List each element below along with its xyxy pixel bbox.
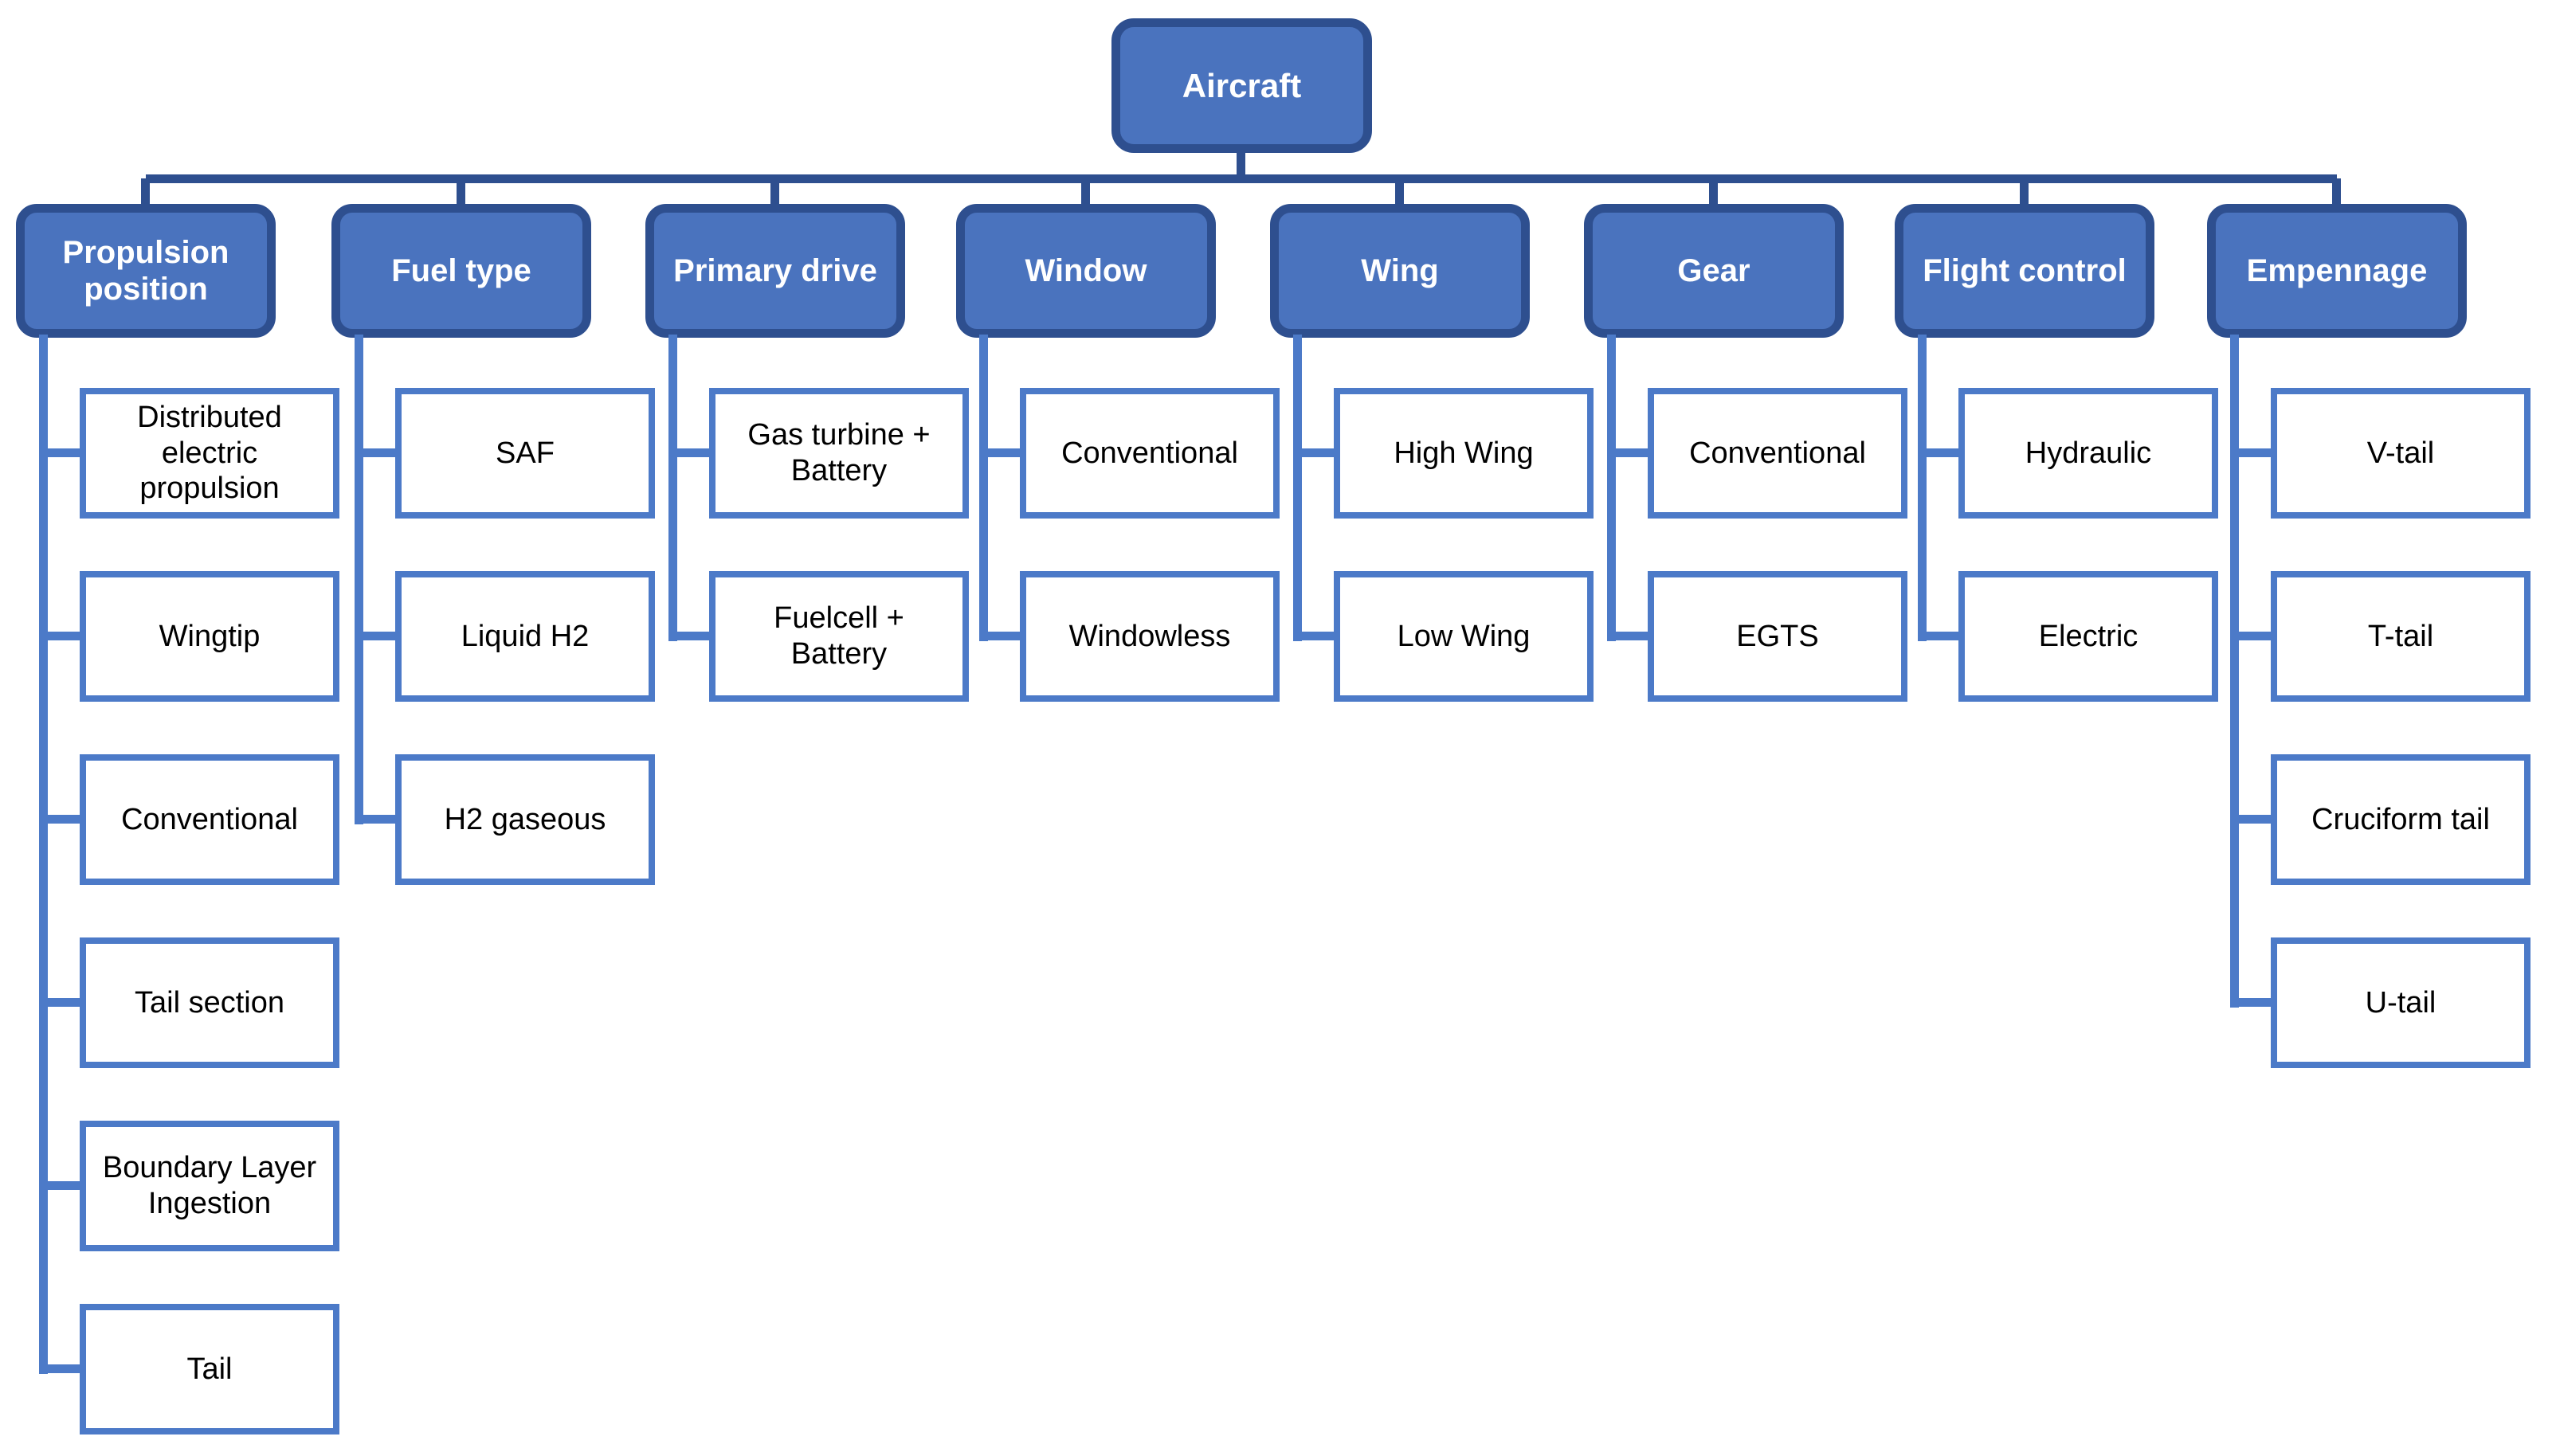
column-empennage: Empennage V-tail T-tail Cruciform tail U… (2207, 0, 2535, 1456)
connector-header-stub (141, 178, 150, 209)
category-header-fuel-type: Fuel type (331, 204, 591, 338)
connector-header-stub (1709, 178, 1718, 209)
connector-trunk (979, 335, 988, 641)
node-tail: Tail (44, 1304, 339, 1434)
connector-root-stub (1237, 148, 1245, 180)
category-header-window: Window (956, 204, 1216, 338)
node-v-tail: V-tail (2235, 388, 2531, 519)
connector-trunk (39, 335, 48, 1374)
column-fuel-type: Fuel type SAF Liquid H2 H2 gaseous (331, 0, 660, 1456)
column-flight-control: Flight control Hydraulic Electric (1895, 0, 2223, 1456)
node-distributed-electric-propulsion: Distributed electric propulsion (44, 388, 339, 519)
node-electric: Electric (1923, 571, 2218, 702)
column-window: Window Conventional Windowless (956, 0, 1284, 1456)
node-low-wing: Low Wing (1298, 571, 1594, 702)
category-header-primary-drive: Primary drive (645, 204, 905, 338)
category-header-wing: Wing (1270, 204, 1530, 338)
node-hydraulic: Hydraulic (1923, 388, 2218, 519)
node-gas-turbine-battery: Gas turbine + Battery (673, 388, 969, 519)
node-high-wing: High Wing (1298, 388, 1594, 519)
node-boundary-layer-ingestion: Boundary Layer Ingestion (44, 1121, 339, 1251)
node-liquid-h2: Liquid H2 (359, 571, 655, 702)
connector-trunk (1607, 335, 1616, 641)
column-primary-drive: Primary drive Gas turbine + Battery Fuel… (645, 0, 974, 1456)
node-conventional: Conventional (44, 754, 339, 885)
connector-header-stub (457, 178, 465, 209)
connector-header-stub (1081, 178, 1090, 209)
connector-header-stub (2332, 178, 2341, 209)
connector-trunk (355, 335, 363, 824)
connector-header-stub (2020, 178, 2029, 209)
root-node-aircraft: Aircraft (1111, 18, 1372, 153)
connector-trunk (1293, 335, 1302, 641)
node-conventional: Conventional (1612, 388, 1907, 519)
node-conventional: Conventional (984, 388, 1280, 519)
node-h2-gaseous: H2 gaseous (359, 754, 655, 885)
node-saf: SAF (359, 388, 655, 519)
node-windowless: Windowless (984, 571, 1280, 702)
node-egts: EGTS (1612, 571, 1907, 702)
connector-trunk (1918, 335, 1927, 641)
node-wingtip: Wingtip (44, 571, 339, 702)
node-u-tail: U-tail (2235, 937, 2531, 1068)
node-cruciform-tail: Cruciform tail (2235, 754, 2531, 885)
column-propulsion-position: Propulsion position Distributed electric… (16, 0, 344, 1456)
column-gear: Gear Conventional EGTS (1584, 0, 1912, 1456)
column-wing: Wing High Wing Low Wing (1270, 0, 1598, 1456)
node-fuelcell-battery: Fuelcell + Battery (673, 571, 969, 702)
category-header-gear: Gear (1584, 204, 1844, 338)
node-t-tail: T-tail (2235, 571, 2531, 702)
connector-trunk (668, 335, 677, 641)
node-tail-section: Tail section (44, 937, 339, 1068)
category-header-flight-control: Flight control (1895, 204, 2154, 338)
category-header-propulsion-position: Propulsion position (16, 204, 276, 338)
connector-top-line (146, 174, 2337, 183)
connector-trunk (2230, 335, 2239, 1008)
connector-header-stub (1395, 178, 1404, 209)
connector-header-stub (770, 178, 779, 209)
root-label: Aircraft (1182, 66, 1302, 104)
category-header-empennage: Empennage (2207, 204, 2467, 338)
